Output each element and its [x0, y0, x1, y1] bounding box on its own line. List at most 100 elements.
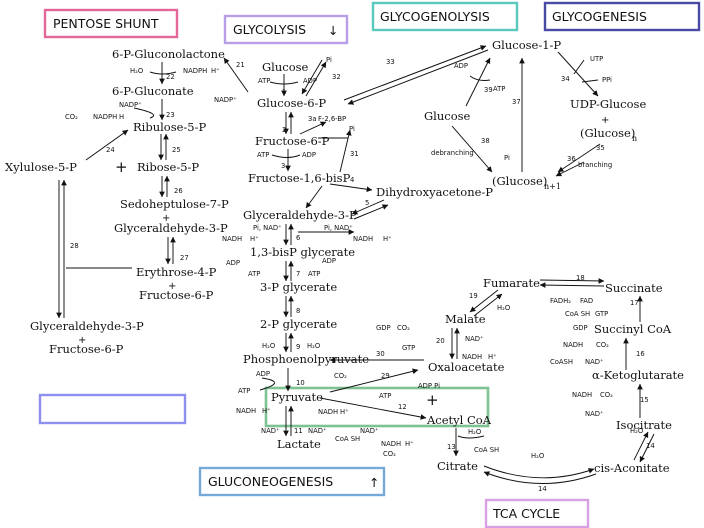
cofactor-adp-pi: ADP Pi: [418, 382, 440, 390]
arrow-14-bottom-rev: [483, 465, 595, 479]
cofactor-coash: CoA SH: [474, 446, 499, 454]
arrow-35: [557, 143, 601, 173]
arrow-38: [451, 125, 493, 173]
tca-cycle-box: [484, 498, 590, 528]
cofactor-nadp: NADP⁺: [119, 101, 142, 109]
arrow-22-curve: [149, 71, 177, 75]
step-number: 38: [481, 137, 490, 145]
cofactor-coash: CoA SH: [565, 310, 590, 318]
cofactor-nadh: NADH: [222, 235, 242, 243]
cofactor-nadph: NADPH: [183, 67, 207, 75]
step-number: 39: [484, 86, 493, 94]
metabolite-glucose6p: Glucose-6-P: [257, 96, 326, 110]
cofactor-atp: ATP: [257, 151, 269, 159]
cofactor-pinad: Pi, NAD⁺: [324, 224, 353, 232]
arrow-5b: [353, 204, 389, 220]
gluconeogenesis-title: GLUCONEOGENESIS: [208, 474, 333, 489]
step-number: 27: [180, 254, 189, 262]
glycolysis-box: [223, 14, 349, 45]
step-number: 7: [296, 270, 300, 278]
metabolite-pg3: 3-P glycerate: [260, 280, 337, 294]
metabolite-sedoheptulose7p: Sedoheptulose-7-P: [120, 197, 229, 211]
step-number: 19: [469, 292, 478, 300]
metabolite-malate: Malate: [445, 312, 486, 326]
metabolite-fructose6p-bottom: Fructose-6-P: [49, 342, 124, 356]
glycogenesis-box: [543, 1, 701, 32]
cofactor-nadh: NADH: [563, 341, 583, 349]
gluconeogenesis-box: [198, 466, 386, 497]
glycolysis-down-arrow-icon: ↓: [328, 23, 338, 38]
step-number: 24: [106, 146, 115, 154]
metabolite-glucose-glycogen: Glucose: [424, 109, 471, 123]
arrow-34-ppi: [581, 79, 599, 83]
metabolite-acetylcoa: Acetyl CoA: [426, 413, 492, 427]
metabolite-gluconate: 6-P-Gluconate: [112, 84, 194, 98]
arrow-39: [465, 57, 491, 107]
metabolite-glucose-n-subscript: n: [632, 134, 637, 143]
arrow-33: [343, 45, 487, 101]
step-number: 10: [296, 379, 305, 387]
metabolite-glucose-n1-subscript: n+1: [544, 182, 561, 191]
plus-sign: +: [115, 158, 128, 176]
cofactor-fad: FAD: [580, 297, 593, 305]
cofactor-ppi: PPi: [602, 76, 612, 84]
plus-sign: +: [168, 281, 176, 292]
cofactor-coash: CoASH: [550, 358, 573, 366]
cofactor-atp: ATP: [258, 77, 270, 85]
step-number: 5: [365, 199, 369, 207]
arrow-29: [329, 368, 419, 393]
arrow-14-bottom: [483, 471, 597, 484]
cofactor-adp: ADP: [302, 151, 316, 159]
metabolite-xylulose5p: Xylulose-5-P: [5, 160, 77, 174]
cofactor-co2: CO₂: [334, 372, 347, 380]
step-number: 12: [398, 403, 407, 411]
metabolite-gap-bottom: Glyceraldehyde-3-P: [30, 319, 144, 333]
step-number: 21: [236, 61, 245, 69]
step-number: 3: [281, 162, 285, 170]
step-number: 16: [636, 350, 645, 358]
step-number: 4: [350, 176, 354, 184]
cofactor-co2: CO₂: [397, 324, 410, 332]
step-number: 3a: [308, 115, 317, 123]
arrow-23-curve: [133, 107, 154, 119]
cofactor-nad: NAD⁺: [465, 335, 484, 343]
cofactor-nadh: NADH: [318, 408, 338, 416]
cofactor-h2o: H₂O: [130, 67, 143, 75]
tca-cycle-title: TCA CYCLE: [492, 506, 560, 521]
cofactor-nadh: NADH: [462, 353, 482, 361]
arrow-34: [557, 51, 599, 97]
cofactor-co2: CO₂: [65, 113, 78, 121]
cofactor-h2o: H₂O: [262, 342, 275, 350]
metabolite-erythrose4p: Erythrose-4-P: [136, 265, 217, 279]
metabolite-oxaloacetate: Oxaloacetate: [428, 360, 505, 374]
metabolite-citrate: Citrate: [437, 459, 478, 473]
cofactor-gdp: GDP: [376, 324, 391, 332]
cofactor-nadph: NADPH: [93, 113, 117, 121]
cofactor-nadh: NADH: [236, 407, 256, 415]
metabolite-udpglucose: UDP-Glucose: [570, 97, 646, 111]
step-number: 28: [70, 242, 79, 250]
step-number: 35: [596, 144, 605, 152]
metabolite-pg2: 2-P glycerate: [260, 317, 337, 331]
cofactor-nadh: NADH: [353, 235, 373, 243]
cofactor-nad: NAD⁺: [360, 427, 379, 435]
cofactor-atp: ATP: [379, 392, 391, 400]
step-number: 13: [447, 443, 456, 451]
cofactor-atp: ATP: [493, 85, 505, 93]
step-number: 6: [296, 234, 300, 242]
cofactor-nadp: NADP⁺: [214, 96, 237, 104]
metabolite-gluconolactone: 6-P-Gluconolactone: [112, 47, 225, 61]
cofactor-h2o: H₂O: [497, 304, 510, 312]
step-number: 34: [561, 75, 570, 83]
cofactor-h2o: H₂O: [307, 342, 320, 350]
step-number: 17: [630, 299, 639, 307]
metabolite-glucose-n1: (Glucose): [492, 174, 547, 188]
metabolite-fumarate: Fumarate: [483, 276, 540, 290]
step-number: 37: [512, 98, 521, 106]
cofactor-coash: CoA SH: [335, 435, 360, 443]
metabolite-succinylcoa: Succinyl CoA: [594, 322, 672, 336]
metabolite-glucose-n: (Glucose): [580, 126, 635, 140]
arrow-19-rev: [473, 293, 503, 317]
cofactor-nad: NAD⁺: [261, 427, 280, 435]
